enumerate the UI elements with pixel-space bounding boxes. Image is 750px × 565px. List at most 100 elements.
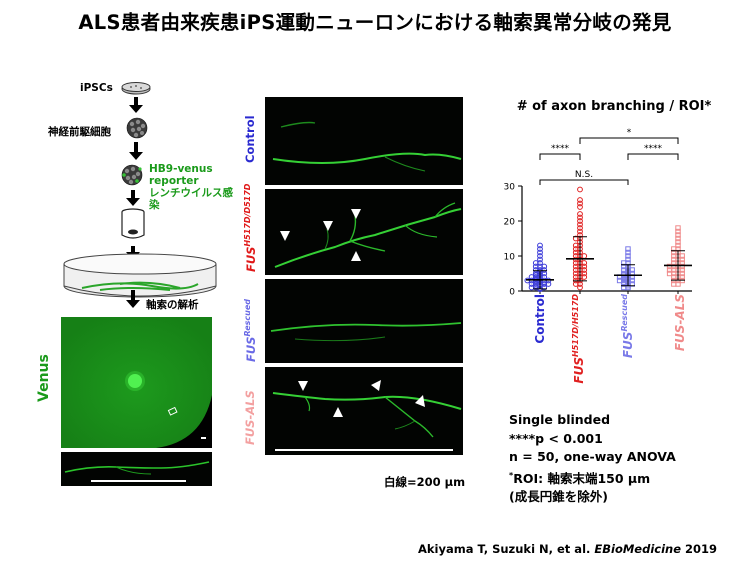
fus-mutant-axon-svg (274, 202, 462, 268)
mean-sd-bars (526, 236, 692, 290)
fus-rescued-sup: Rescued (243, 298, 252, 337)
data-point (572, 267, 579, 273)
data-point (625, 246, 631, 252)
fus-rescued-text: FUS (243, 336, 258, 362)
fus-mutant-axon-panel (265, 189, 463, 275)
venus-label: Venus (36, 354, 52, 402)
data-point (577, 218, 583, 224)
data-point (532, 267, 539, 273)
significance-label: * (627, 128, 632, 138)
x-label-fus-mutant-sup: H517D/H517D (571, 294, 580, 357)
data-point (666, 267, 673, 273)
data-point (666, 263, 673, 270)
data-point (577, 284, 583, 291)
slide-title: ALS患者由来疾患iPS運動ニューロンにおける軸索異常分岐の発見 (78, 11, 672, 34)
data-point (675, 239, 681, 245)
data-point (675, 232, 681, 238)
data-point (679, 267, 685, 273)
data-point (581, 267, 588, 273)
fus-als-text: FUS-ALS (243, 390, 257, 445)
x-label-fus-rescued: FUSRescued (620, 294, 635, 358)
data-point (581, 274, 588, 280)
data-point (537, 256, 543, 263)
data-point (671, 253, 677, 259)
citation-year: 2019 (681, 542, 718, 556)
data-point (625, 249, 631, 256)
info-line-4-mark: * (509, 470, 514, 480)
data-point (679, 274, 685, 280)
data-point (671, 256, 677, 263)
citation-authors: Akiyama T, Suzuki N, et al. (418, 542, 595, 556)
control-axon-panel (265, 97, 463, 185)
data-point (577, 200, 583, 207)
significance-bracket (579, 137, 679, 144)
data-point (675, 228, 681, 235)
y-tick-label: 20 (504, 218, 516, 228)
info-line-1: Single blinded (509, 412, 611, 427)
significance-label: **** (644, 144, 663, 154)
data-point (671, 281, 677, 287)
analysis-label: 軸索の解析 (146, 299, 199, 311)
panel-label-fus-mutant: FUSH517D/D517D (243, 184, 258, 272)
data-point (577, 204, 583, 210)
zoomed-axon-svg (64, 461, 210, 482)
x-label-fus-rescued-name: FUS (621, 332, 635, 359)
fus-rescued-axon-panel (265, 279, 463, 363)
x-label-fus-rescued-sup: Rescued (620, 294, 629, 332)
chart-title: # of axon branching / ROI* (517, 99, 712, 114)
info-line-4: *ROI: 軸索末端150 µm (509, 467, 676, 489)
fus-mutant-sup: H517D/D517D (243, 183, 252, 247)
y-tick-label: 10 (504, 253, 516, 263)
data-point (679, 263, 685, 270)
well-image-svg (61, 317, 212, 448)
data-point (572, 260, 579, 266)
data-point (577, 214, 583, 221)
data-point (625, 253, 631, 259)
citation: Akiyama T, Suzuki N, et al. EBioMedicine… (418, 542, 717, 556)
significance-bracket (627, 153, 679, 160)
large-dish-icon (63, 253, 217, 298)
significance-bracket (539, 179, 629, 185)
data-point (625, 256, 631, 263)
y-tick-label: 0 (509, 288, 515, 298)
reporter-line-1: HB9-venus (149, 163, 213, 175)
data-point (572, 281, 579, 287)
info-line-4-text: ROI: 軸索末端150 µm (513, 470, 651, 486)
fus-als-axon-svg (272, 380, 462, 451)
panel-label-fus-als: FUS-ALS (243, 390, 257, 445)
data-point (572, 242, 579, 249)
data-point (537, 253, 543, 259)
data-point (577, 225, 583, 231)
data-point (537, 242, 543, 249)
reporter-line-2: reporter (149, 175, 199, 187)
data-point (671, 274, 677, 280)
data-point (572, 249, 579, 256)
progenitor-label: 神経前駆細胞 (48, 126, 111, 138)
data-point (572, 235, 579, 242)
panel-label-control: Control (243, 115, 257, 163)
data-point (581, 270, 588, 277)
data-point (532, 263, 539, 270)
data-point (666, 270, 673, 277)
data-point (572, 270, 579, 277)
cell-cluster-icon (126, 117, 148, 139)
reporter-label: HB9-venus reporter レンチウイルス感染 (149, 163, 240, 211)
data-point (675, 225, 681, 231)
info-line-3: n = 50, one-way ANOVA (509, 449, 676, 464)
data-point (577, 197, 583, 203)
significance-brackets: *****N.S.**** (539, 128, 679, 185)
data-point (581, 263, 588, 270)
significance-label: **** (551, 144, 570, 154)
data-point (537, 263, 543, 270)
data-point (541, 267, 548, 273)
data-points (524, 186, 685, 293)
reporter-line-3: レンチウイルス感染 (149, 187, 233, 211)
x-label-control: Control (533, 294, 547, 344)
chart-axes: 0 10 20 30 (504, 183, 692, 298)
data-point (572, 274, 579, 280)
reporter-cluster-icon (121, 164, 143, 186)
data-point (572, 263, 579, 270)
data-point (541, 263, 548, 270)
y-tick-label: 30 (504, 183, 516, 193)
